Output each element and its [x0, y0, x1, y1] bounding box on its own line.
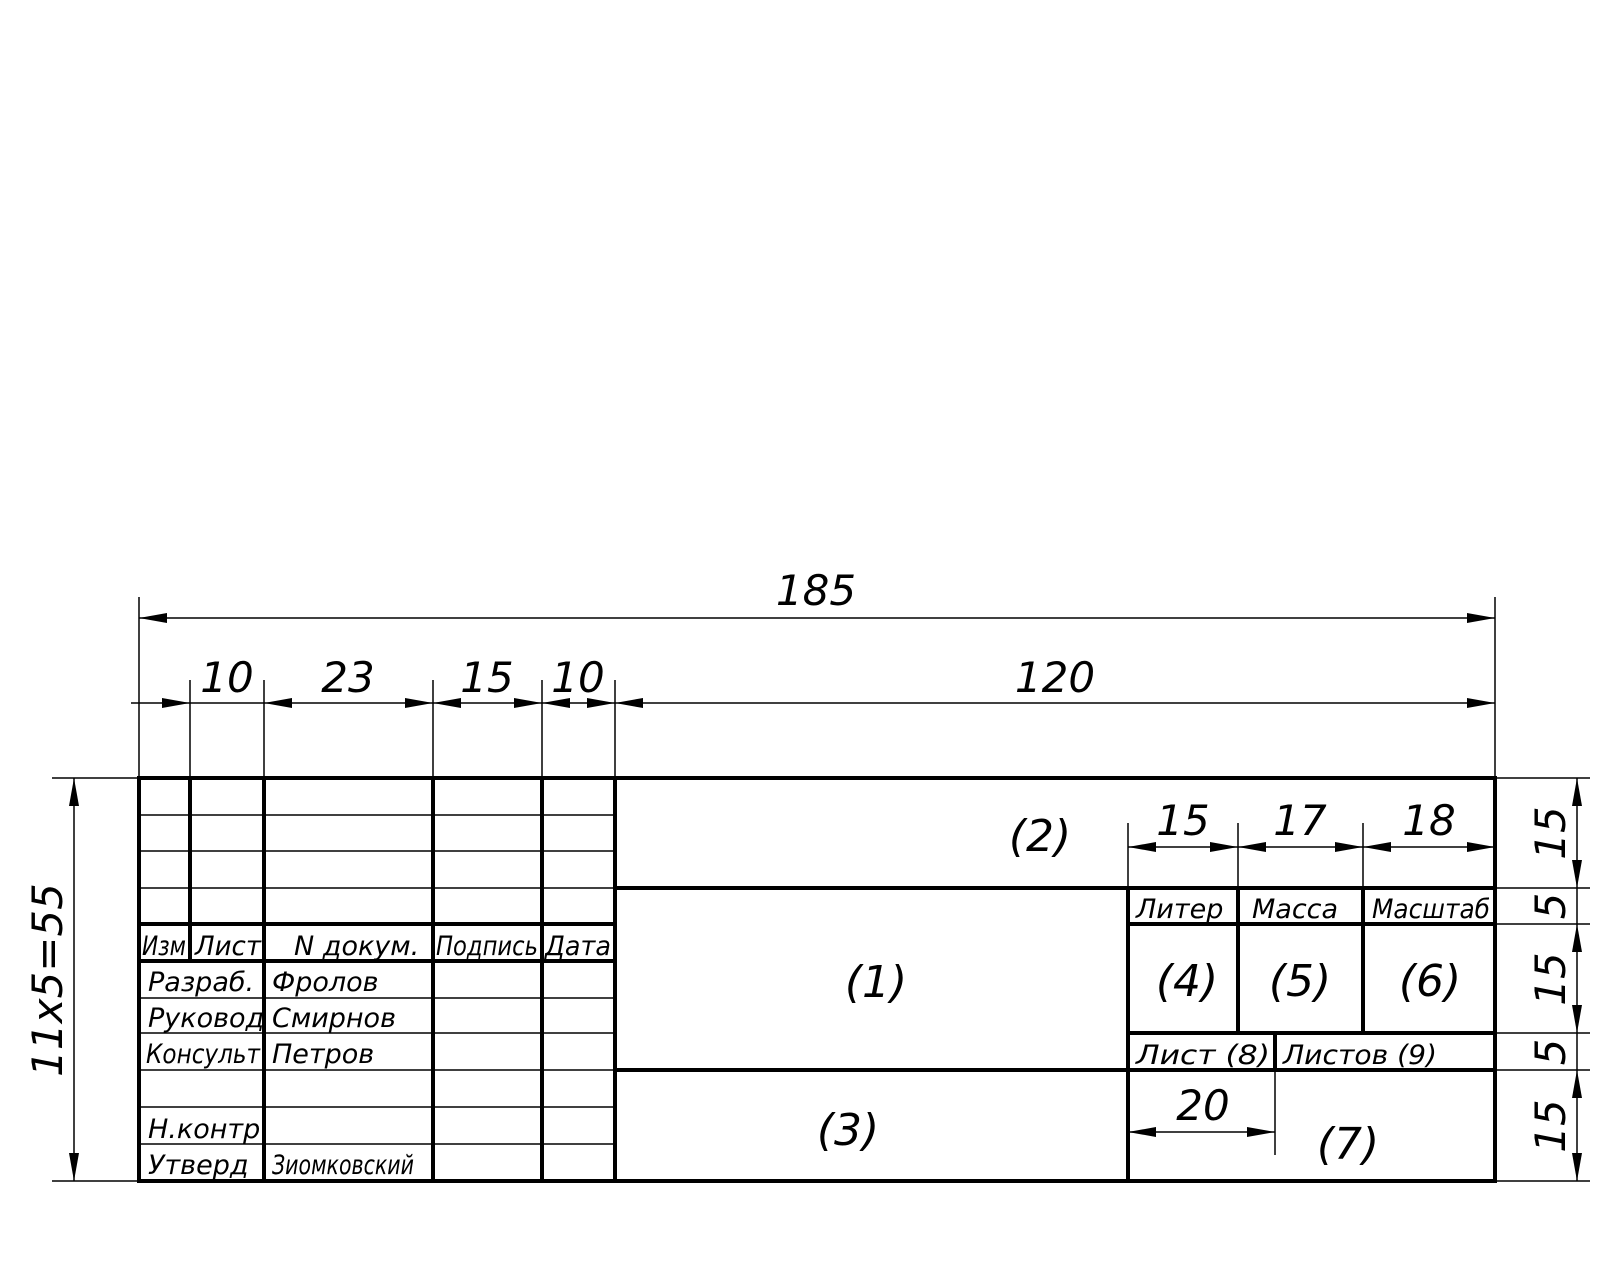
table-thin-lines	[139, 814, 615, 1145]
header-list: Лист	[194, 931, 262, 962]
row-name: Смирнов	[272, 1003, 396, 1034]
dim-right-masshtab: 18	[1402, 796, 1455, 845]
field-7: (7)	[1317, 1119, 1379, 1170]
dim-total-width: 185	[776, 566, 856, 615]
dim-col-list: 23	[321, 653, 374, 702]
label-massa: Масса	[1252, 894, 1338, 925]
right-labels: Литер Масса Масштаб Лист (8) Листов (9)	[1135, 894, 1490, 1071]
field-1: (1)	[845, 957, 907, 1008]
field-5: (5)	[1269, 956, 1331, 1007]
header-izm: Изм	[142, 931, 186, 962]
row-name: Петров	[272, 1039, 374, 1070]
row-role: Разраб.	[148, 967, 254, 998]
header-podpis: Подпись	[436, 931, 538, 962]
row-name: Фролов	[272, 967, 379, 998]
dim-right-height-2: 5	[1526, 893, 1575, 920]
dimension-texts: 185 10 23 15 10 120 15 17 18 20 11x5=55 …	[23, 566, 1575, 1153]
table-header: Изм Лист N докум. Подпись Дата	[142, 931, 611, 962]
row-role: Руковод	[148, 1003, 264, 1034]
dim-sheet-width: 20	[1176, 1081, 1229, 1130]
dim-right-massa: 17	[1273, 796, 1327, 845]
field-3: (3)	[817, 1105, 879, 1156]
dim-col-dokum: 15	[460, 653, 513, 702]
dim-right-height-5: 15	[1526, 1099, 1575, 1152]
header-data: Дата	[544, 931, 611, 962]
dim-col-main: 120	[1015, 653, 1095, 702]
field-markers: (2) (1) (3) (4) (5) (6) (7)	[817, 811, 1461, 1170]
dim-left-height: 11x5=55	[23, 883, 72, 1077]
dimension-arrows	[69, 613, 1582, 1181]
table-rows: Разраб. Фролов Руковод Смирнов Консульт …	[146, 967, 414, 1181]
dim-right-liter: 15	[1156, 796, 1209, 845]
label-list-8: Лист (8)	[1135, 1040, 1270, 1071]
label-listov-9: Листов (9)	[1282, 1040, 1437, 1071]
row-name: Зиомковский	[272, 1150, 414, 1181]
dim-right-height-3: 15	[1526, 952, 1575, 1005]
dim-col-podpis: 10	[551, 653, 604, 702]
dim-right-height-1: 15	[1526, 806, 1575, 859]
table-thick-lines	[137, 776, 1497, 1183]
row-role: Утверд	[148, 1150, 249, 1181]
dim-right-height-4: 5	[1526, 1039, 1575, 1066]
field-6: (6)	[1399, 956, 1461, 1007]
header-ndokum: N докум.	[294, 931, 419, 962]
label-liter: Литер	[1135, 894, 1223, 925]
row-role: Н.контр	[148, 1114, 260, 1145]
row-role: Консульт	[146, 1039, 261, 1070]
dim-col-izm: 10	[200, 653, 253, 702]
field-2: (2)	[1009, 811, 1071, 862]
label-masshtab: Масштаб	[1372, 894, 1490, 925]
field-4: (4)	[1156, 956, 1218, 1007]
